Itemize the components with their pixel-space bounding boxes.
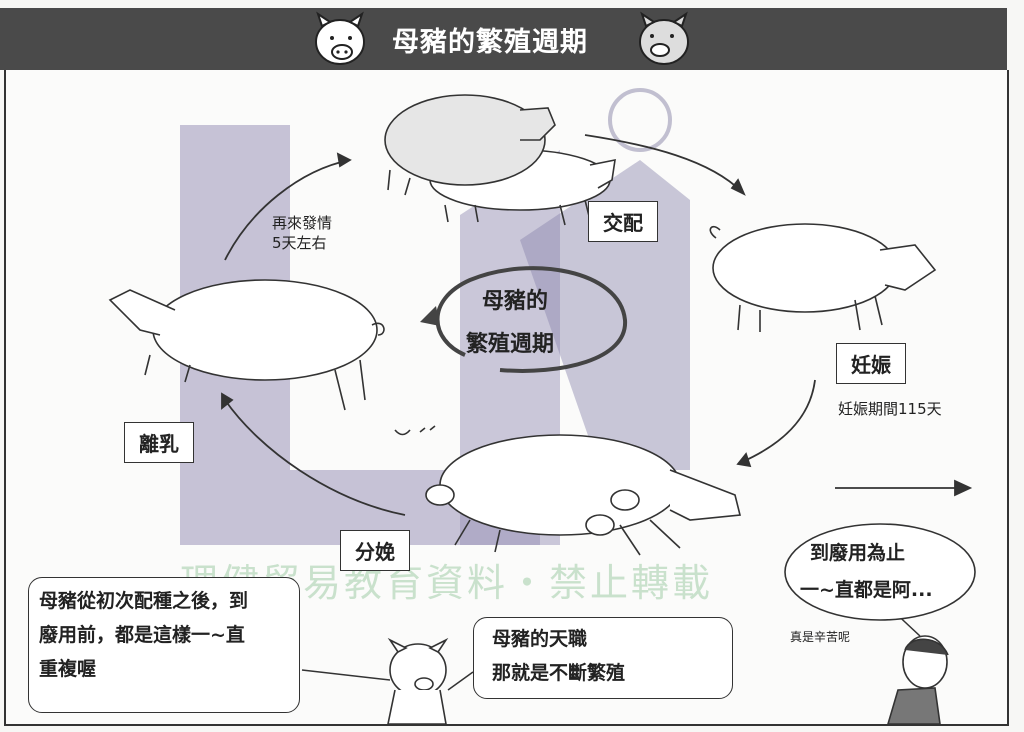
man-body: [886, 687, 941, 725]
mid-bubble-line2: 那就是不斷繁殖: [492, 662, 626, 684]
arrowhead-icon: [336, 152, 352, 168]
man-character-drawing: [886, 635, 949, 725]
right-bubble-line1: 到廢用為止: [810, 542, 906, 564]
sow-weaning-drawing: [108, 279, 436, 436]
middle-speech-bubble: 母豬的天職 那就是不斷繁殖: [473, 617, 733, 699]
stage-farrowing: 分娩: [340, 530, 410, 571]
pigs-mating-drawing: [384, 94, 616, 226]
bubble-tail: [301, 669, 391, 681]
pig-head-icon: [315, 11, 365, 65]
stage-mating: 交配: [588, 201, 658, 242]
title-bar: [0, 8, 1007, 70]
page-title: 母豬的繁殖週期: [392, 27, 588, 58]
pig-body: [712, 223, 898, 313]
piglet: [585, 514, 615, 536]
arrow-mating-to-pregnancy: [584, 134, 743, 193]
arrowhead-icon: [730, 178, 746, 196]
right-bubble-line2: 一~直都是阿...: [800, 579, 933, 601]
watermark-heart: [608, 88, 672, 152]
sow-body: [152, 279, 378, 381]
piglet: [425, 484, 455, 506]
pig-character-drawing: [387, 637, 449, 725]
estrus-note-line2: 5天左右: [272, 234, 327, 252]
left-speech-bubble: 母豬從初次配種之後，到 廢用前，都是這樣一~直 重複喔: [28, 577, 300, 713]
pig-pregnant-drawing: [709, 223, 937, 332]
ring-arrowhead-icon: [420, 306, 440, 326]
arrowhead-icon: [221, 392, 234, 410]
mid-bubble-line1: 母豬的天職: [492, 628, 588, 650]
stage-weaning: 離乳: [124, 422, 194, 463]
left-bubble-line2: 廢用前，都是這樣一~直: [39, 624, 245, 646]
sow-body: [439, 434, 681, 536]
center-label-line1: 母豬的: [482, 289, 549, 314]
piglet: [610, 489, 640, 511]
sow-farrowing-drawing: [425, 434, 742, 556]
watermark-shape-l: [180, 125, 540, 545]
stage-pregnancy: 妊娠: [836, 343, 906, 384]
bubble-tail: [447, 671, 474, 691]
right-speech-bubble: [784, 523, 976, 621]
arrowhead-icon: [954, 479, 973, 497]
pig-face-icon: [639, 11, 689, 65]
arrow-estrus-to-mating: [224, 159, 351, 261]
center-label-line2: 繁殖週期: [466, 332, 555, 357]
estrus-note-line1: 再來發情: [272, 214, 333, 232]
aside-text: 真是辛苦呢: [790, 630, 851, 644]
arrow-pregnancy-to-farrowing: [741, 379, 816, 463]
boar-body: [384, 94, 546, 186]
left-bubble-line3: 重複喔: [39, 658, 97, 680]
arrow-farrowing-to-weaning: [224, 399, 406, 516]
left-bubble-line1: 母豬從初次配種之後，到: [39, 590, 249, 612]
arrowhead-icon: [736, 452, 752, 468]
center-cycle-ring: [420, 266, 628, 373]
gestation-note: 妊娠期間115天: [838, 400, 942, 418]
cycle-arrows: [221, 134, 973, 516]
